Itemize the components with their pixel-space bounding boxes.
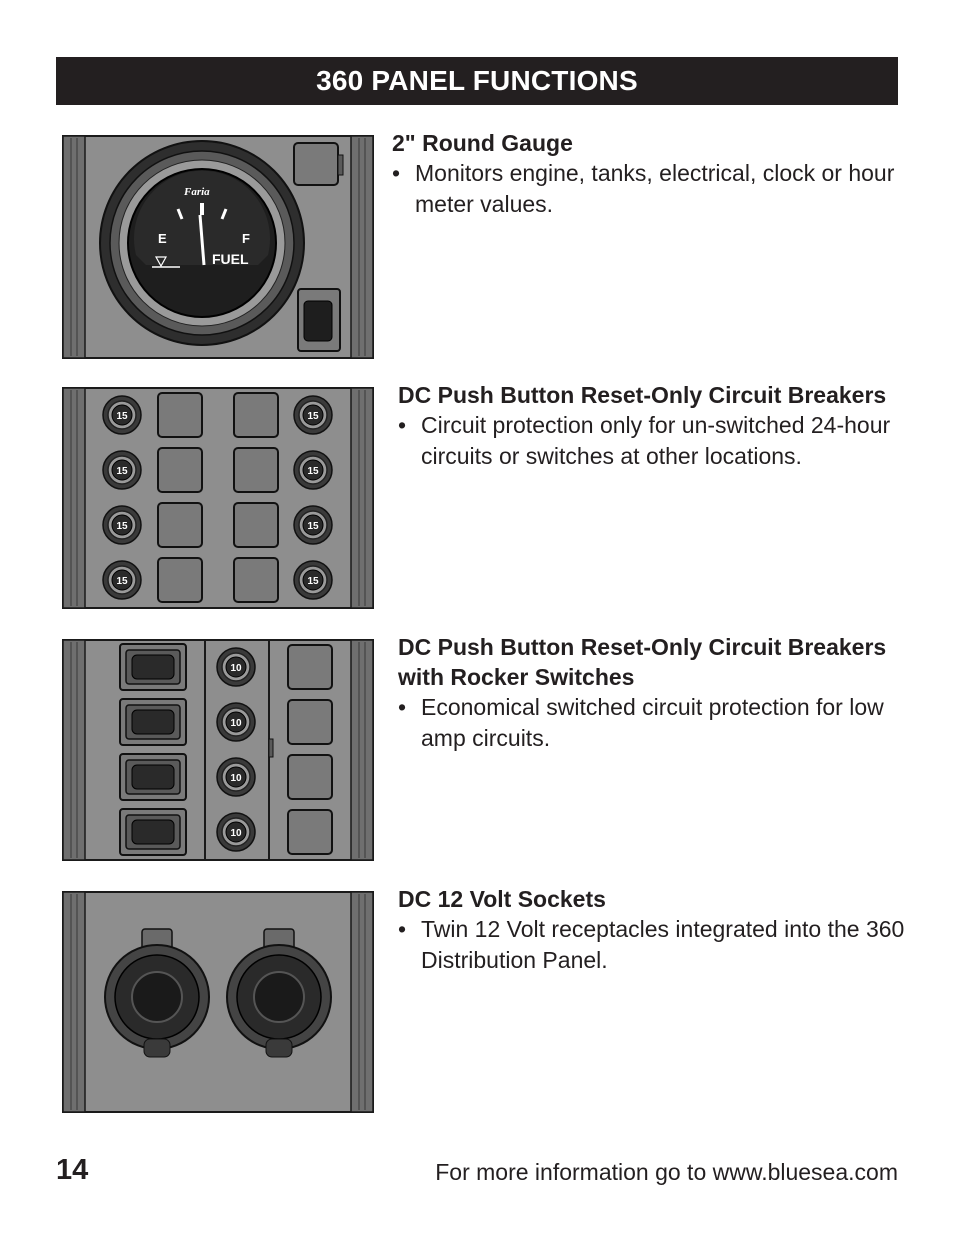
- header-bar: 360 PANEL FUNCTIONS: [56, 57, 898, 105]
- footer-note: For more information go to www.bluesea.c…: [435, 1159, 898, 1185]
- breaker-right-3: 15: [293, 505, 333, 545]
- rocker-switch-3: [119, 753, 187, 801]
- section-title: 2" Round Gauge: [392, 130, 573, 156]
- label-pad-3: [287, 754, 333, 800]
- svg-text:15: 15: [307, 466, 319, 477]
- bullet-text: •Monitors engine, tanks, electrical, clo…: [392, 160, 895, 217]
- breaker-left-3: 15: [102, 505, 142, 545]
- breaker-left-4: 15: [102, 560, 142, 600]
- breaker-right-1: 15: [293, 395, 333, 435]
- gauge-brand-logo: Faria: [183, 186, 210, 198]
- gauge-fuel-label: FUEL: [212, 251, 249, 267]
- breaker-1: 10: [216, 647, 256, 687]
- breaker-4: 10: [216, 812, 256, 852]
- socket-panel-illustration: [62, 891, 374, 1113]
- socket-left: [104, 928, 210, 1058]
- section-title: DC Push Button Reset-Only Circuit Breake…: [398, 634, 887, 690]
- rocker-switch-2: [119, 698, 187, 746]
- svg-text:10: 10: [230, 718, 242, 729]
- label-pad-4: [287, 809, 333, 855]
- label-pad-right-2: [233, 447, 279, 493]
- gauge-panel-illustration: E F FUEL Faria: [62, 135, 374, 359]
- svg-text:15: 15: [307, 411, 319, 422]
- bullet-text: •Circuit protection only for un-switched…: [398, 412, 891, 469]
- svg-text:10: 10: [230, 663, 242, 674]
- breaker-right-4: 15: [293, 560, 333, 600]
- section-title: DC 12 Volt Sockets: [398, 886, 606, 912]
- socket-right: [226, 928, 332, 1058]
- svg-text:10: 10: [230, 773, 242, 784]
- label-pad-2: [287, 699, 333, 745]
- bullet-text: •Economical switched circuit protection …: [398, 694, 884, 751]
- section-title: DC Push Button Reset-Only Circuit Breake…: [398, 382, 887, 408]
- breaker-3: 10: [216, 757, 256, 797]
- breaker-panel-illustration: 15 15 15 15 15 15 15 15: [62, 387, 374, 609]
- rocker-switch-1: [119, 643, 187, 691]
- breaker-left-2: 15: [102, 450, 142, 490]
- label-pad-left-3: [157, 502, 203, 548]
- svg-text:15: 15: [307, 576, 319, 587]
- label-pad-left-4: [157, 557, 203, 603]
- svg-text:15: 15: [116, 521, 128, 532]
- svg-text:15: 15: [116, 466, 128, 477]
- label-pad-right-1: [233, 392, 279, 438]
- rocker-panel-illustration: 10 10 10 10: [62, 639, 374, 861]
- svg-text:10: 10: [230, 828, 242, 839]
- label-pad-right-3: [233, 502, 279, 548]
- rocker-switch-4: [119, 808, 187, 856]
- page-number: 14: [56, 1154, 89, 1186]
- label-pad-1: [287, 644, 333, 690]
- svg-text:15: 15: [307, 521, 319, 532]
- bullet-text: •Twin 12 Volt receptacles integrated int…: [398, 916, 905, 973]
- svg-text:15: 15: [116, 411, 128, 422]
- svg-text:15: 15: [116, 576, 128, 587]
- gauge-empty-mark: E: [158, 231, 167, 246]
- label-pad-left-2: [157, 447, 203, 493]
- gauge-full-mark: F: [242, 231, 250, 246]
- label-pad-left-1: [157, 392, 203, 438]
- breaker-2: 10: [216, 702, 256, 742]
- breaker-left-1: 15: [102, 395, 142, 435]
- breaker-right-2: 15: [293, 450, 333, 490]
- label-pad-right-4: [233, 557, 279, 603]
- page-title: 360 PANEL FUNCTIONS: [316, 65, 638, 96]
